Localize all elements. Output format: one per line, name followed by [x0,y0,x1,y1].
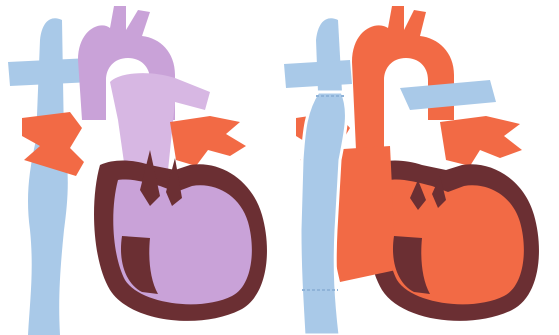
right-aortic-arch [352,6,454,150]
left-heart-panel [8,6,267,335]
right-heart-panel [284,6,539,335]
right-pulmonary-artery-blue [400,80,496,110]
left-right-pulmonary-veins [170,116,246,166]
right-pulmonary-vessel-blue [284,60,352,88]
right-pulmonary-veins-orange [440,116,522,166]
